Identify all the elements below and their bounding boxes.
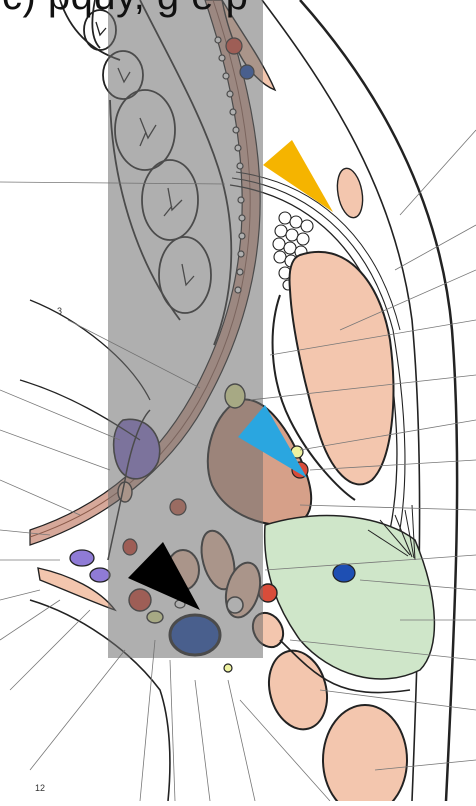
subcutaneous-muscle bbox=[334, 166, 366, 219]
label-12: 12 bbox=[35, 783, 45, 793]
green-blue-vessel bbox=[333, 564, 355, 582]
gray-overlay-panel bbox=[108, 0, 263, 658]
yellow-node-bottom bbox=[224, 664, 232, 672]
bottom-muscle-2 bbox=[323, 705, 407, 801]
header-text: c) pquy, g e p bbox=[2, 0, 248, 19]
left-purple-ovals-1 bbox=[70, 550, 94, 566]
label-3: 3 bbox=[57, 306, 62, 316]
orange-arrowhead bbox=[263, 140, 333, 212]
left-purple-ovals-2 bbox=[90, 568, 110, 582]
